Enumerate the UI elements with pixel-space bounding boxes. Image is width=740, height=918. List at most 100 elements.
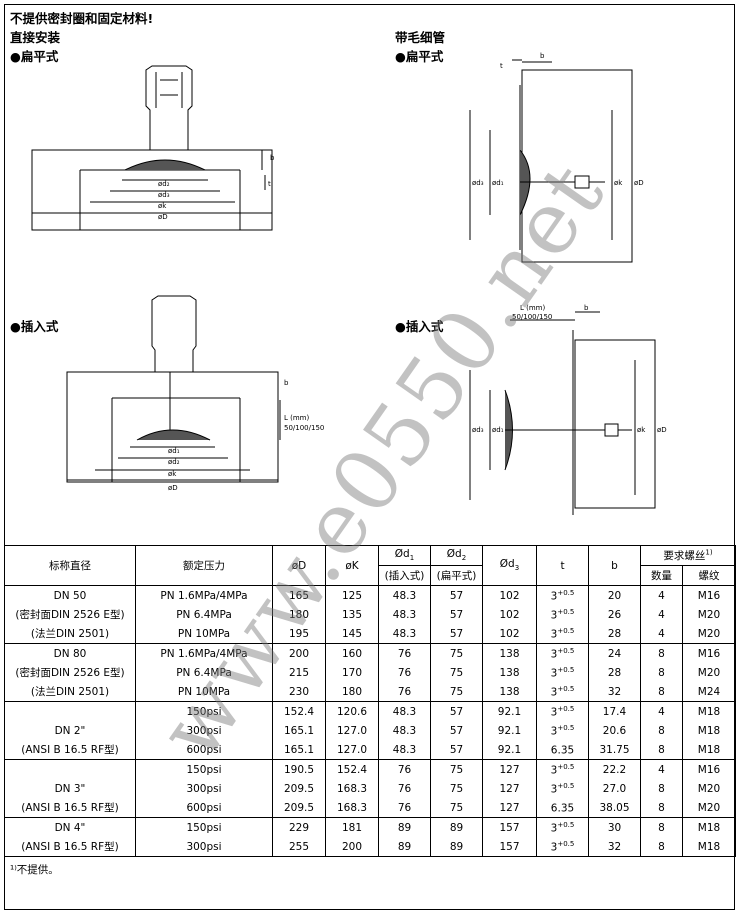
- cell-nominal: [4, 759, 136, 779]
- cell-pressure: 600psi: [135, 798, 273, 818]
- cell-pressure: 150psi: [135, 817, 273, 837]
- label-b-1: b: [270, 154, 275, 162]
- label-k-1: øk: [158, 202, 167, 210]
- cell-K: 200: [325, 837, 379, 857]
- drawing-direct-flat: [31, 65, 273, 231]
- cell-pressure: PN 10MPa: [135, 624, 273, 644]
- cell-thread: M20: [682, 663, 736, 682]
- label-D-1: øD: [158, 213, 168, 221]
- cell-D: 230: [272, 682, 326, 702]
- cell-qty: 8: [640, 682, 683, 702]
- cell-d2: 57: [430, 701, 483, 721]
- cell-t: 3+0.5: [536, 759, 589, 779]
- header-b: b: [588, 545, 641, 586]
- cell-d2: 57: [430, 624, 483, 644]
- cell-thread: M18: [682, 701, 736, 721]
- cell-qty: 8: [640, 798, 683, 818]
- cell-pressure: 300psi: [135, 837, 273, 857]
- cell-d2: 75: [430, 663, 483, 682]
- drawing-capillary-flat: [469, 59, 633, 263]
- cell-d1: 48.3: [378, 701, 431, 721]
- cell-nominal: (ANSI B 16.5 RF型): [4, 798, 136, 818]
- cell-D: 255: [272, 837, 326, 857]
- header-thread: 螺纹: [682, 565, 736, 586]
- cell-d2: 75: [430, 779, 483, 798]
- cell-nominal: (ANSI B 16.5 RF型): [4, 837, 136, 857]
- cell-D: 200: [272, 643, 326, 663]
- cell-nominal: (法兰DIN 2501): [4, 682, 136, 702]
- cell-pressure: PN 10MPa: [135, 682, 273, 702]
- cell-d1: 76: [378, 682, 431, 702]
- cell-K: 170: [325, 663, 379, 682]
- header-nominal: 标称直径: [4, 545, 136, 586]
- cell-d3: 102: [482, 624, 537, 644]
- drawing-capillary-insert: [469, 311, 656, 515]
- cell-qty: 8: [640, 721, 683, 740]
- cell-nominal: DN 4": [4, 817, 136, 837]
- cell-d3: 102: [482, 605, 537, 624]
- label-b-3: b: [284, 379, 289, 387]
- cell-b: 32: [588, 837, 641, 857]
- cell-d2: 75: [430, 682, 483, 702]
- cell-d3: 92.1: [482, 701, 537, 721]
- cell-thread: M20: [682, 624, 736, 644]
- cell-pressure: PN 1.6MPa/4MPa: [135, 585, 273, 605]
- cell-d2: 57: [430, 605, 483, 624]
- label-d3-4: ød₃: [472, 426, 484, 434]
- cell-thread: M16: [682, 759, 736, 779]
- spec-table: 标称直径 额定压力 øD øK Ød1 Ød2 Ød3 t b 要求螺丝1) (…: [4, 545, 736, 857]
- cell-t: 6.35: [536, 798, 589, 818]
- cell-d1: 48.3: [378, 721, 431, 740]
- cell-b: 17.4: [588, 701, 641, 721]
- cell-K: 160: [325, 643, 379, 663]
- cell-thread: M20: [682, 779, 736, 798]
- cell-t: 3+0.5: [536, 779, 589, 798]
- cell-qty: 8: [640, 663, 683, 682]
- cell-b: 24: [588, 643, 641, 663]
- cell-thread: M18: [682, 837, 736, 857]
- header-d1: Ød1: [378, 545, 431, 566]
- cell-K: 127.0: [325, 721, 379, 740]
- cell-pressure: 150psi: [135, 759, 273, 779]
- cell-b: 32: [588, 682, 641, 702]
- cell-t: 3+0.5: [536, 837, 589, 857]
- header-pressure: 额定压力: [135, 545, 273, 586]
- label-d3-1: ød₃: [158, 191, 170, 199]
- page-frame: [4, 4, 735, 910]
- cell-d2: 75: [430, 798, 483, 818]
- cell-qty: 4: [640, 605, 683, 624]
- cell-qty: 4: [640, 624, 683, 644]
- cell-nominal: DN 80: [4, 643, 136, 663]
- cell-t: 3+0.5: [536, 605, 589, 624]
- cell-d1: 48.3: [378, 585, 431, 605]
- cell-b: 38.05: [588, 798, 641, 818]
- cell-d1: 76: [378, 779, 431, 798]
- label-d1-3: ød₁: [168, 447, 180, 455]
- cell-K: 180: [325, 682, 379, 702]
- label-D-4: øD: [657, 426, 667, 434]
- cell-qty: 4: [640, 759, 683, 779]
- header-qty: 数量: [640, 565, 683, 586]
- cell-nominal: (密封面DIN 2526 E型): [4, 663, 136, 682]
- cell-d2: 75: [430, 759, 483, 779]
- label-d2-3: ød₂: [168, 458, 180, 466]
- cell-qty: 8: [640, 643, 683, 663]
- cell-pressure: PN 6.4MPa: [135, 605, 273, 624]
- header-d2: Ød2: [430, 545, 483, 566]
- cell-K: 168.3: [325, 798, 379, 818]
- label-D-2: øD: [634, 179, 644, 187]
- cell-t: 3+0.5: [536, 682, 589, 702]
- cell-D: 215: [272, 663, 326, 682]
- label-d1-2: ød₁: [492, 179, 504, 187]
- cell-K: 181: [325, 817, 379, 837]
